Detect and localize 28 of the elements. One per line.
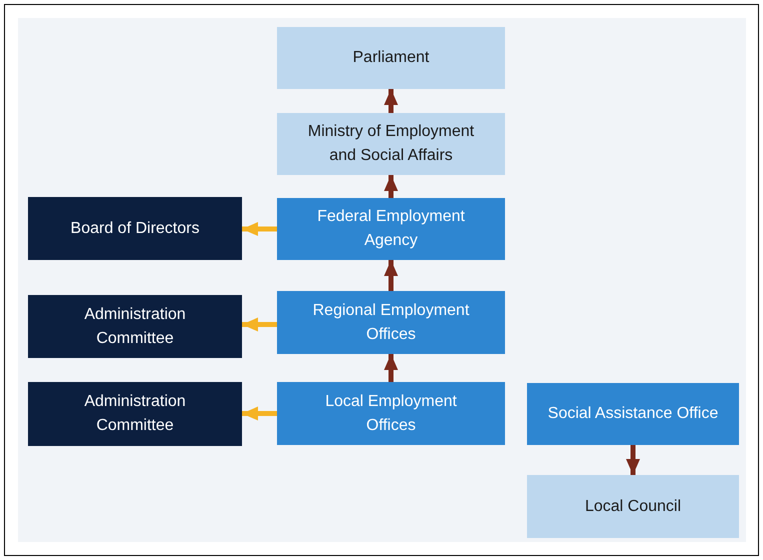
- org-box: [28, 382, 242, 446]
- org-box: [527, 383, 739, 445]
- org-box: [277, 113, 505, 175]
- org-box: [277, 382, 505, 445]
- box-label: Local Council: [584, 496, 682, 516]
- box-label: Ministry of Employment and Social Affairs: [306, 122, 476, 166]
- org-box: [277, 198, 505, 260]
- org-box: [28, 295, 242, 358]
- box-label: Administration Committee: [83, 304, 187, 348]
- box-label: Local Employment Offices: [324, 392, 458, 436]
- arrow: [384, 175, 398, 198]
- arrow: [242, 406, 277, 420]
- box-label: Board of Directors: [70, 218, 200, 238]
- org-box: [277, 291, 505, 354]
- box-label: Regional Employment Offices: [312, 300, 470, 344]
- org-box: [527, 475, 739, 538]
- arrow: [242, 318, 277, 332]
- box-label: Social Assistance Office: [548, 404, 718, 424]
- arrow: [384, 89, 398, 113]
- box-label: Administration Committee: [83, 392, 187, 436]
- org-box: [28, 197, 242, 260]
- box-label: Parliament: [352, 48, 430, 68]
- org-box: [277, 27, 505, 89]
- box-label: Federal Employment Agency: [316, 207, 466, 251]
- arrow: [384, 260, 398, 291]
- arrow: [626, 445, 640, 475]
- arrow: [242, 222, 277, 236]
- arrow: [384, 354, 398, 382]
